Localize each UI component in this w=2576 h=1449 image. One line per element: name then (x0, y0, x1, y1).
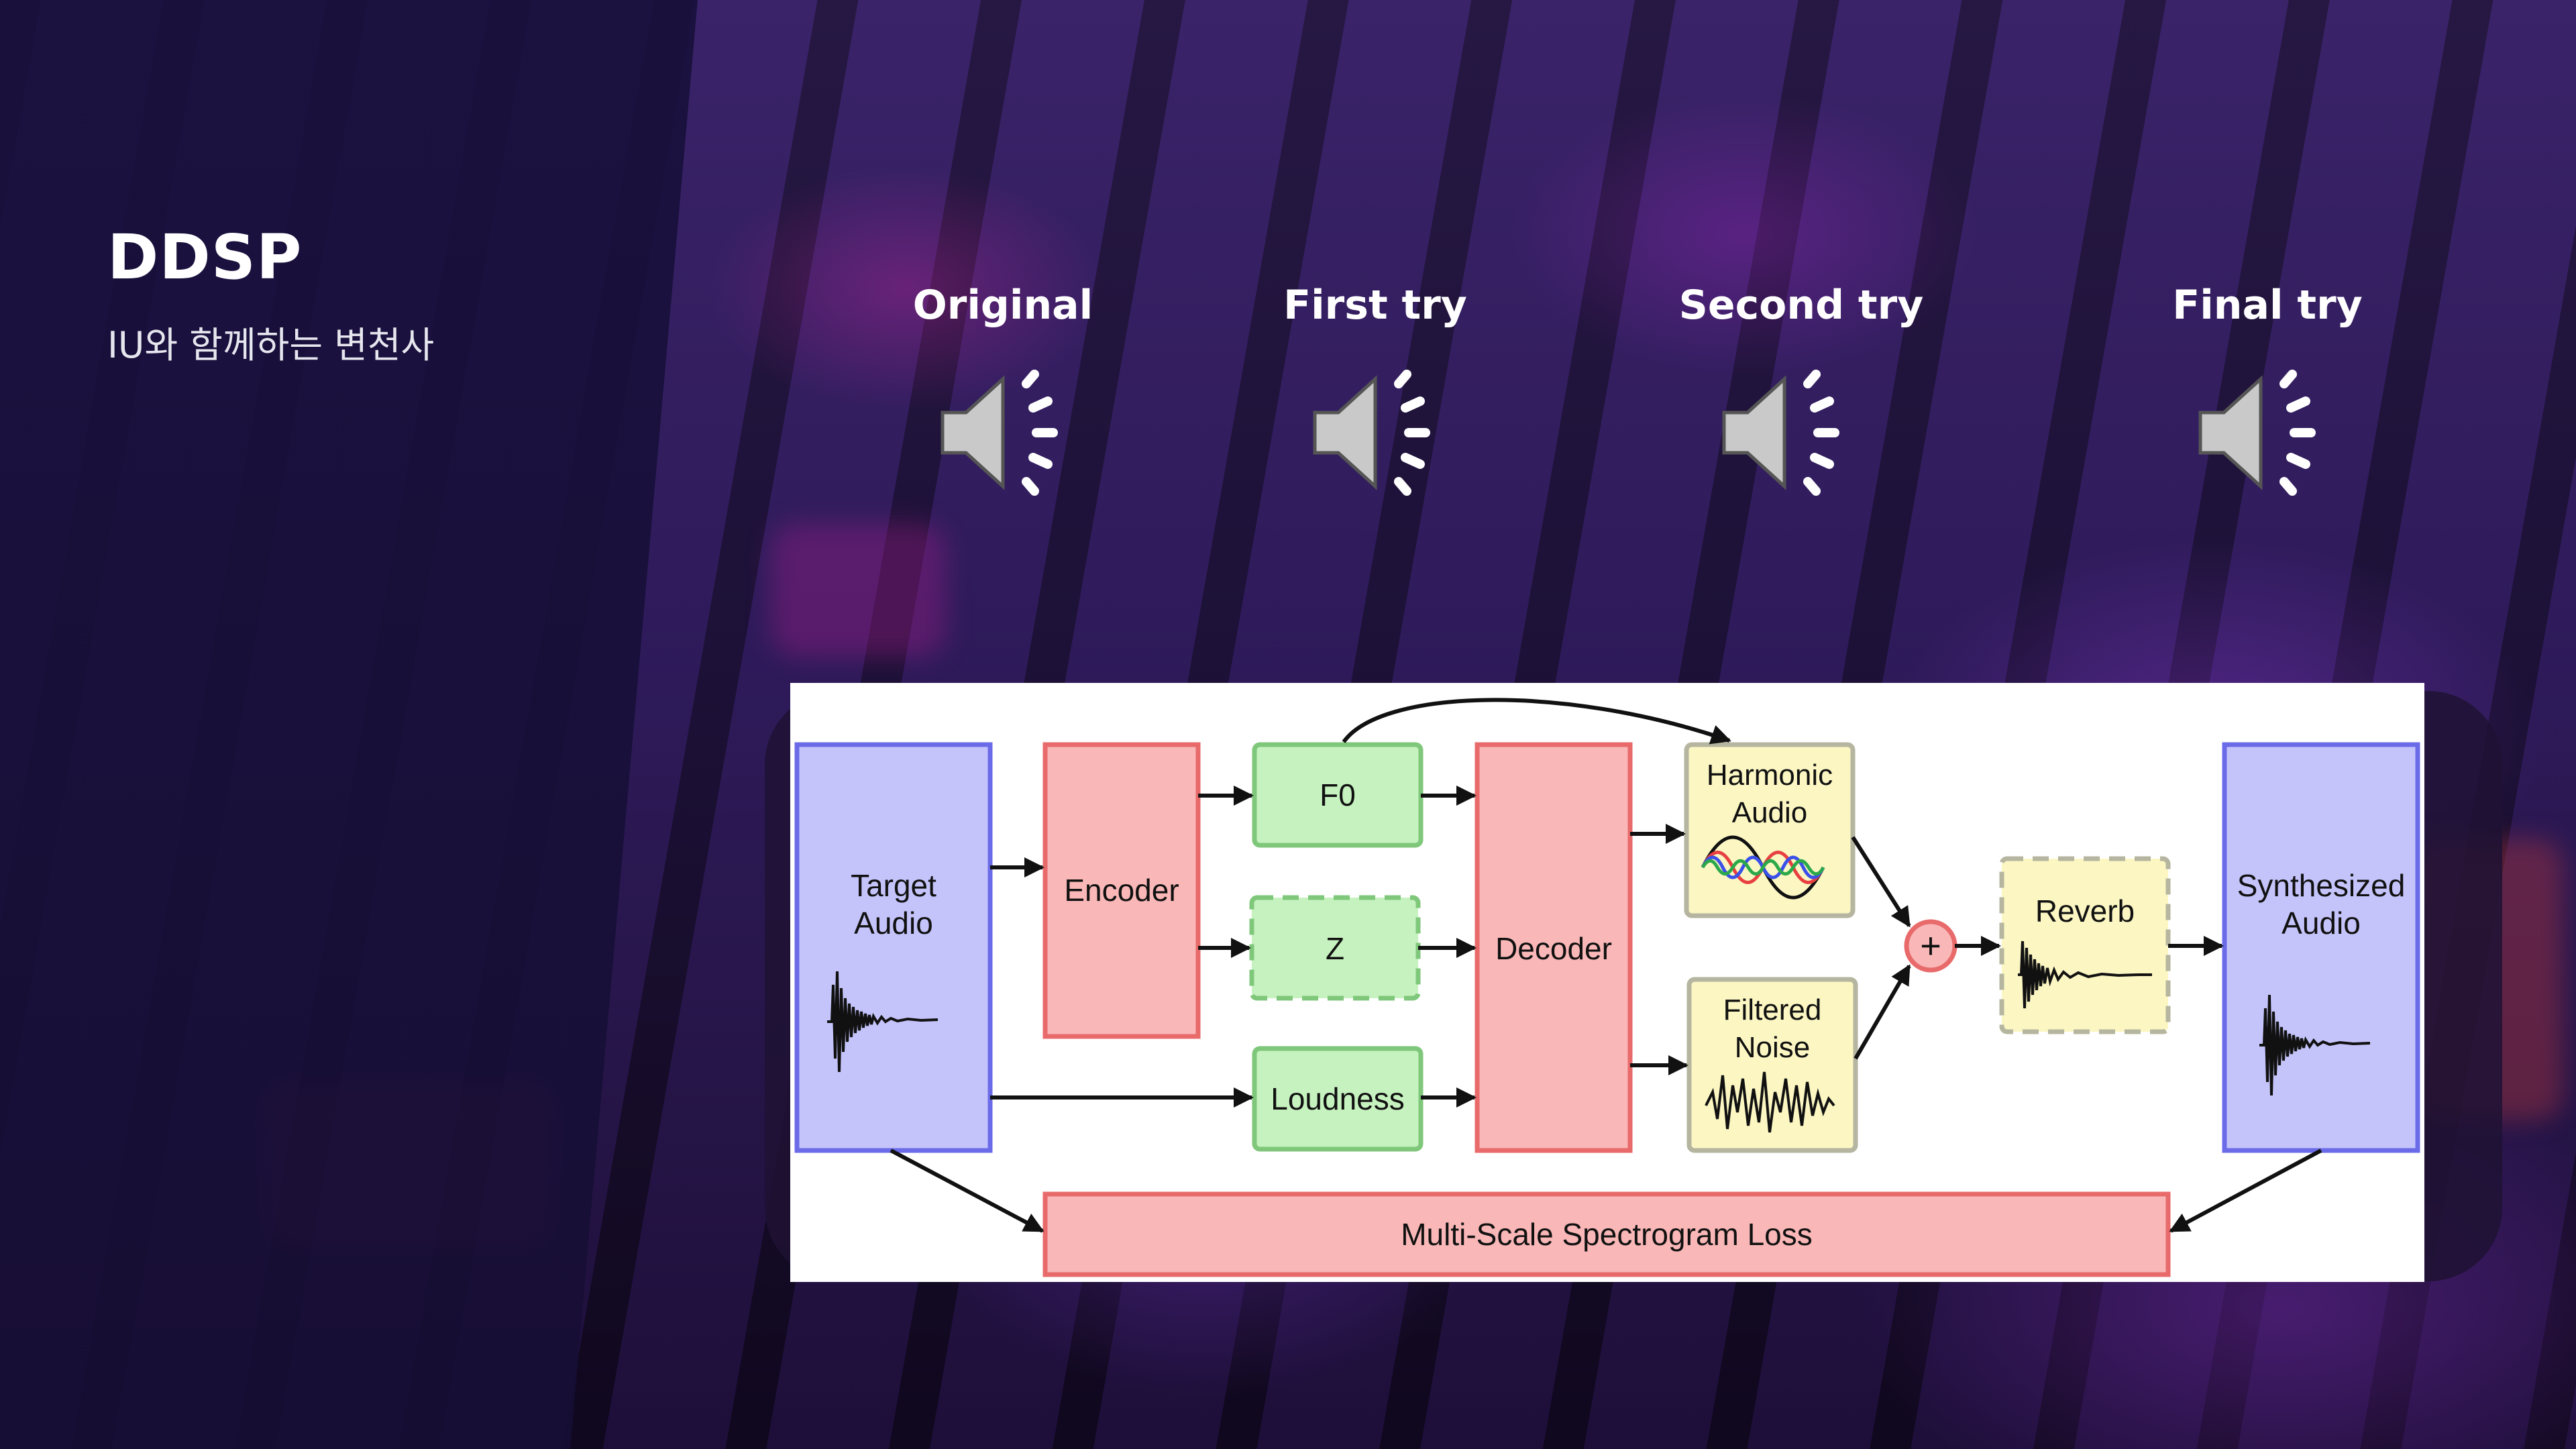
speaker-icon[interactable] (1311, 369, 1446, 496)
synth-waveform-icon (2259, 994, 2371, 1096)
filtered-label-2: Noise (1735, 1031, 1811, 1064)
z-block: Z (1249, 895, 1421, 1001)
speaker-icon[interactable] (1721, 369, 1855, 496)
f0-block: F0 (1252, 742, 1424, 848)
loudness-label: Loudness (1271, 1081, 1405, 1116)
reverb-label: Reverb (2035, 894, 2135, 928)
harmonic-waves-icon (1701, 835, 1825, 900)
decoder-block: Decoder (1474, 742, 1633, 1153)
harmonic-label-2: Audio (1732, 796, 1808, 829)
sum-node: + (1904, 919, 1957, 973)
synthesized-audio-block: Synthesized Audio (2222, 742, 2420, 1153)
clip-label-first-try: First try (1283, 282, 1467, 329)
plus-symbol: + (1920, 926, 1941, 966)
slide-subtitle: IU와 함께하는 변천사 (107, 324, 435, 366)
f0-label: F0 (1320, 777, 1356, 812)
speaker-icon[interactable] (939, 369, 1073, 496)
loss-label: Multi-Scale Spectrogram Loss (1401, 1217, 1813, 1252)
encoder-label: Encoder (1064, 873, 1179, 908)
loudness-block: Loudness (1252, 1046, 1424, 1152)
harmonic-audio-block: Harmonic Audio (1684, 742, 1856, 918)
clip-label-final-try: Final try (2172, 282, 2363, 329)
noise-waveform-icon (1705, 1071, 1835, 1133)
filtered-noise-block: Filtered Noise (1686, 977, 1858, 1153)
diagram-arrows (890, 698, 2322, 1233)
background-glow (771, 523, 946, 657)
reverb-block: Reverb (1999, 856, 2171, 1034)
synth-label-2: Audio (2282, 906, 2361, 941)
target-audio-label-2: Audio (854, 906, 933, 941)
synth-label-1: Synthesized (2237, 868, 2406, 903)
ddsp-architecture-diagram: Target Audio Encoder F0 Z Loudness Decod… (790, 683, 2424, 1282)
speaker-icon[interactable] (2197, 369, 2331, 496)
target-audio-label-1: Target (851, 868, 936, 903)
target-audio-block: Target Audio (794, 742, 993, 1153)
target-waveform-icon (827, 971, 938, 1073)
slide-title: DDSP (107, 221, 303, 293)
harmonic-label-1: Harmonic (1707, 759, 1833, 792)
z-label: Z (1326, 931, 1344, 966)
filtered-label-1: Filtered (1723, 994, 1822, 1026)
spectrogram-loss-block: Multi-Scale Spectrogram Loss (1042, 1191, 2171, 1277)
left-title-panel (0, 0, 698, 1449)
clip-label-second-try: Second try (1678, 282, 1924, 329)
decoder-label: Decoder (1495, 931, 1612, 966)
encoder-block: Encoder (1042, 742, 1201, 1039)
reverb-waveform-icon (2018, 941, 2152, 1009)
clip-label-original: Original (912, 282, 1093, 329)
